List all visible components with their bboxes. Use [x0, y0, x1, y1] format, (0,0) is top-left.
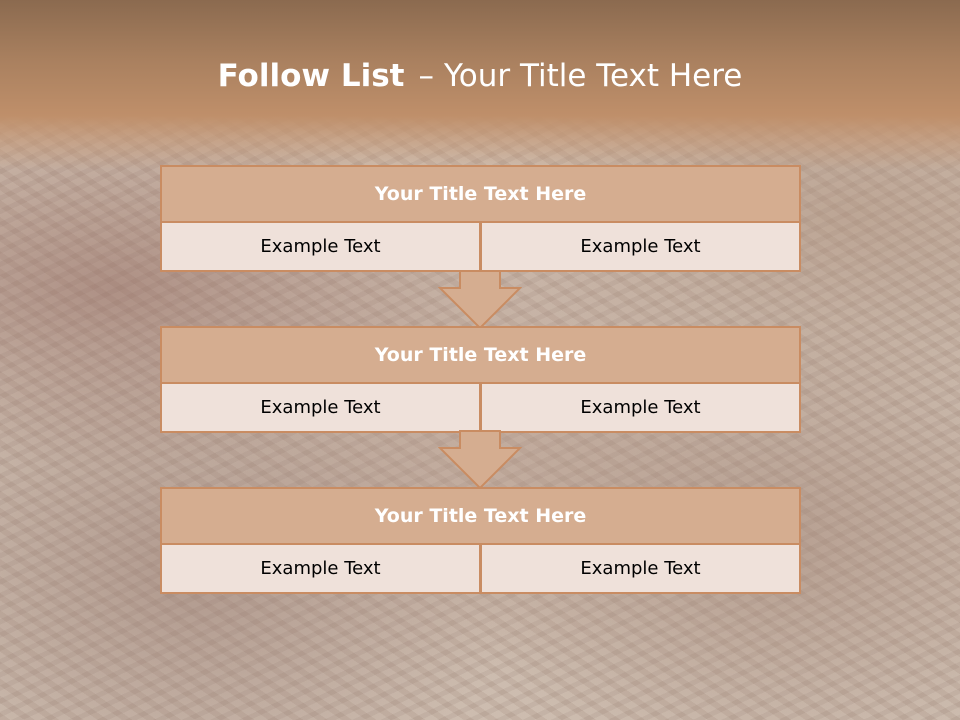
header-band	[0, 0, 960, 170]
block-title[interactable]: Your Title Text Here	[160, 487, 801, 545]
block-cell-left[interactable]: Example Text	[160, 221, 481, 272]
list-block-2: Your Title Text Here Example Text Exampl…	[160, 326, 801, 433]
down-arrow-icon	[438, 430, 522, 490]
block-cell-right[interactable]: Example Text	[480, 221, 801, 272]
slide-title-dash: –	[418, 58, 434, 94]
slide-title: Follow List–Your Title Text Here	[0, 52, 960, 100]
slide-title-bold: Follow List	[217, 58, 405, 94]
block-title[interactable]: Your Title Text Here	[160, 165, 801, 223]
block-cell-right[interactable]: Example Text	[480, 543, 801, 594]
down-arrow-icon	[438, 270, 522, 330]
slide-title-rest: Your Title Text Here	[443, 58, 743, 94]
list-block-3: Your Title Text Here Example Text Exampl…	[160, 487, 801, 594]
block-row: Example Text Example Text	[160, 221, 801, 272]
block-cell-left[interactable]: Example Text	[160, 543, 481, 594]
block-cell-right[interactable]: Example Text	[480, 382, 801, 433]
block-title[interactable]: Your Title Text Here	[160, 326, 801, 384]
list-block-1: Your Title Text Here Example Text Exampl…	[160, 165, 801, 272]
block-row: Example Text Example Text	[160, 382, 801, 433]
block-row: Example Text Example Text	[160, 543, 801, 594]
block-cell-left[interactable]: Example Text	[160, 382, 481, 433]
